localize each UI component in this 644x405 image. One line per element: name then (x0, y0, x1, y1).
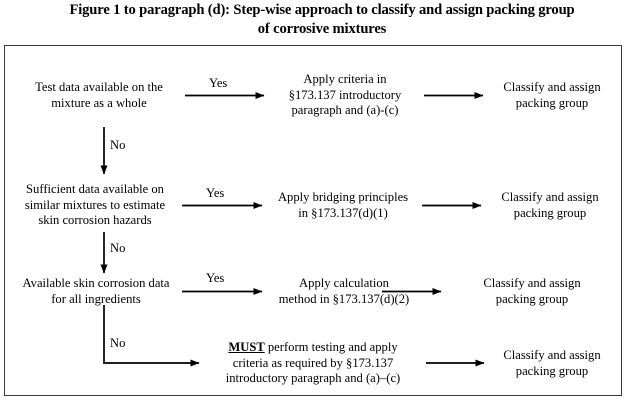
node-row1-action: Apply criteria in §173.137 introductory … (266, 72, 424, 119)
node-row1-action-line-1: Apply criteria in (303, 72, 387, 86)
node-row2-result-line-1: Classify and assign (501, 190, 599, 204)
node-row3-action: Apply calculation method in §173.137(d)(… (264, 276, 424, 307)
node-row4-result: Classify and assign packing group (486, 348, 618, 379)
edge-label-row3-no: No (110, 336, 126, 350)
node-row1-result-line-2: packing group (515, 95, 589, 110)
node-row2-question-line-2: similar mixtures to estimate (24, 197, 166, 212)
node-row3-result: Classify and assign packing group (446, 276, 618, 307)
node-row3-question-line-2: for all ingredients (51, 291, 141, 306)
node-row1-question-line-2: mixture as a whole (51, 95, 147, 110)
edge-label-row1-yes: Yes (209, 76, 228, 90)
node-row4-action-line-3: introductory paragraph and (a)–(c) (225, 371, 401, 386)
node-row4-result-line-1: Classify and assign (503, 348, 601, 362)
node-row2-question: Sufficient data available on similar mix… (9, 182, 181, 229)
node-row1-result: Classify and assign packing group (486, 80, 618, 111)
node-row2-action: Apply bridging principles in §173.137(d)… (264, 190, 422, 221)
node-row3-action-line-2: method in §173.137(d)(2) (278, 291, 410, 306)
node-row3-result-line-1: Classify and assign (483, 276, 581, 290)
node-row2-question-line-1: Sufficient data available on (26, 182, 164, 196)
edge-label-row3-yes: Yes (206, 271, 225, 285)
node-row3-action-line-1: Apply calculation (299, 276, 389, 290)
node-row4-action-line-2: criteria as required by §173.137 (232, 355, 394, 370)
node-row4-action-line-1: MUST perform testing and apply (200, 340, 426, 356)
node-row1-result-line-1: Classify and assign (503, 80, 601, 94)
node-row4-result-line-2: packing group (515, 363, 589, 378)
node-row3-question-line-1: Available skin corrosion data (22, 276, 170, 290)
node-row4-action: MUST perform testing and apply criteria … (200, 340, 426, 387)
node-row2-question-line-3: skin corrosion hazards (38, 213, 152, 228)
node-row2-action-line-1: Apply bridging principles (277, 190, 409, 204)
node-row2-result: Classify and assign packing group (484, 190, 616, 221)
figure-title-line-1: Figure 1 to paragraph (d): Step-wise app… (69, 2, 575, 18)
node-row1-action-line-2: §173.137 introductory (288, 87, 402, 102)
node-row1-question-line-1: Test data available on the (35, 80, 163, 94)
node-row1-action-line-3: paragraph and (a)-(c) (291, 103, 399, 118)
node-row3-result-line-2: packing group (495, 291, 569, 306)
node-row3-question: Available skin corrosion data for all in… (9, 276, 183, 307)
must-emphasis: MUST (228, 340, 265, 354)
node-row1-question: Test data available on the mixture as a … (14, 80, 184, 111)
node-row2-action-line-2: in §173.137(d)(1) (298, 205, 388, 220)
figure-title-line-2: of corrosive mixtures (257, 21, 387, 37)
node-row2-result-line-2: packing group (513, 205, 587, 220)
edge-label-row1-no: No (110, 138, 126, 152)
edge-label-row2-no: No (110, 241, 126, 255)
node-row4-action-line-1-rest: perform testing and apply (264, 340, 398, 354)
edge-label-row2-yes: Yes (206, 186, 225, 200)
